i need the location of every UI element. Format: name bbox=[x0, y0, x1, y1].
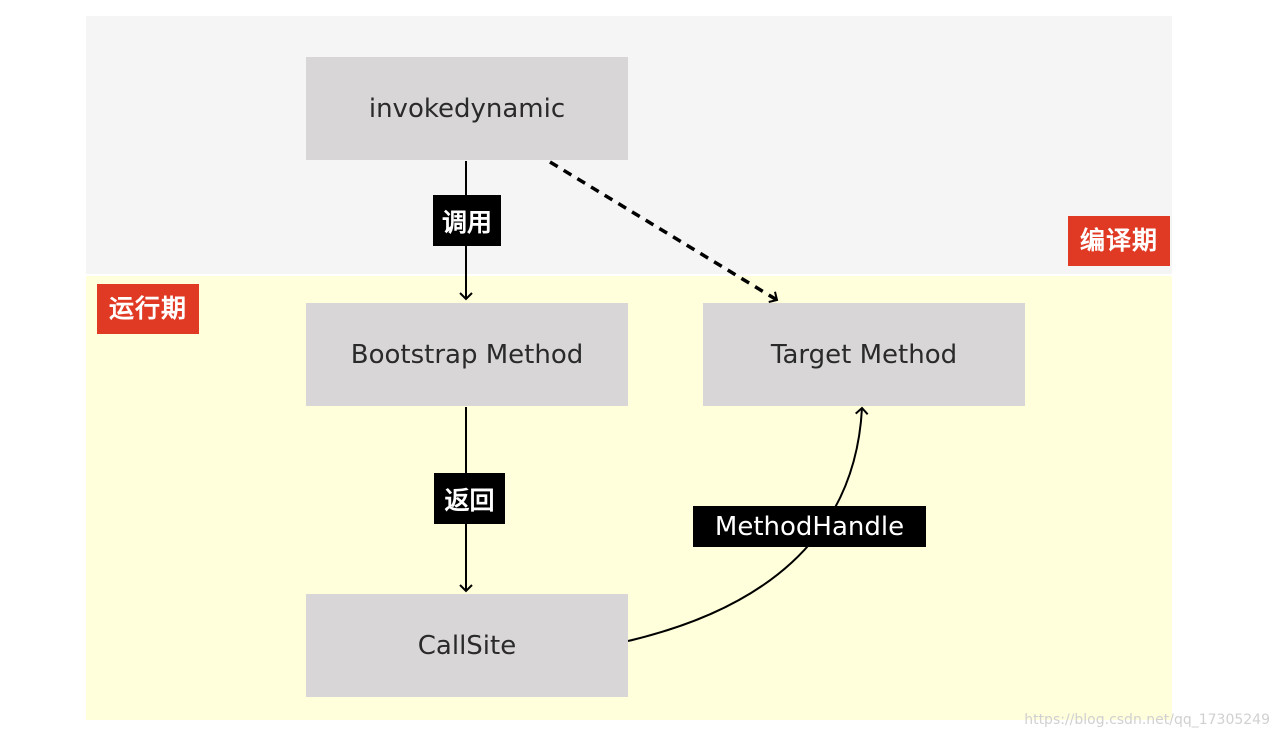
bootstrap-method-node: Bootstrap Method bbox=[306, 303, 628, 406]
return-edge-label: 返回 bbox=[434, 473, 505, 524]
target-method-node: Target Method bbox=[703, 303, 1025, 406]
runtime-phase-tag: 运行期 bbox=[97, 284, 199, 334]
compile-phase-zone bbox=[86, 16, 1172, 274]
source-watermark: https://blog.csdn.net/qq_17305249 bbox=[1024, 712, 1270, 728]
call-edge-label: 调用 bbox=[433, 195, 501, 246]
methodhandle-edge-label: MethodHandle bbox=[693, 506, 926, 547]
compile-phase-tag: 编译期 bbox=[1068, 216, 1170, 266]
invokedynamic-node: invokedynamic bbox=[306, 57, 628, 160]
callsite-node: CallSite bbox=[306, 594, 628, 697]
